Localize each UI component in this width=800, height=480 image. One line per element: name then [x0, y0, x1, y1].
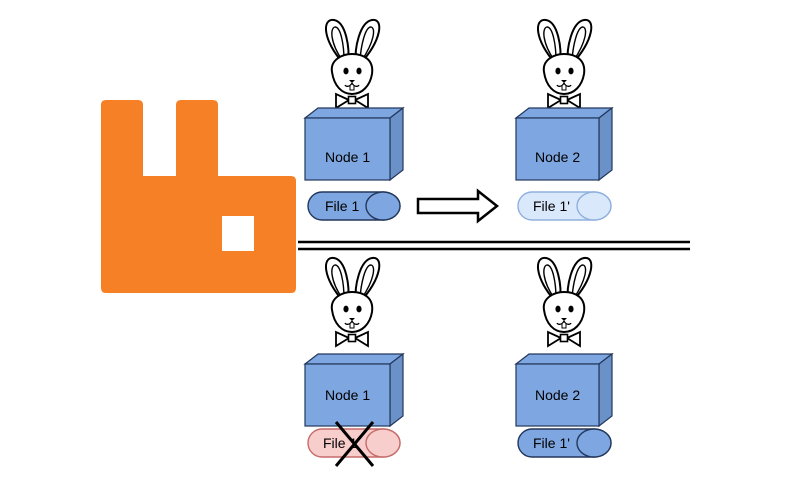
- x-mark-icon: [334, 421, 375, 467]
- file-label: File 1': [533, 435, 570, 451]
- file-cylinder-pending: File 1': [517, 191, 612, 221]
- server-node-box: Node 2: [514, 352, 614, 428]
- bottom-right-group: Node 2 File 1': [514, 256, 614, 458]
- file-cylinder-active: File 1: [307, 191, 401, 221]
- server-node-box: Node 1: [303, 352, 405, 428]
- rabbit-mascot-icon: [536, 18, 593, 109]
- top-left-group: Node 1 File 1: [303, 18, 405, 221]
- file-label: File 1': [533, 198, 570, 214]
- rabbitmq-logo-icon: [101, 100, 296, 293]
- node-label: Node 1: [325, 387, 370, 403]
- bottom-left-group: Node 1 File 1: [303, 256, 405, 467]
- arrow-right-icon: [416, 188, 500, 224]
- double-line-divider: [298, 240, 690, 251]
- rabbit-mascot-icon: [324, 18, 381, 109]
- file-label: File 1: [325, 198, 359, 214]
- top-right-group: Node 2 File 1': [514, 18, 614, 221]
- node-label: Node 1: [325, 149, 370, 165]
- rabbit-mascot-icon: [324, 256, 381, 347]
- node-label: Node 2: [535, 387, 580, 403]
- server-node-box: Node 1: [303, 106, 405, 182]
- file-cylinder-active: File 1': [517, 428, 612, 458]
- rabbit-mascot-icon: [536, 256, 593, 347]
- node-label: Node 2: [535, 149, 580, 165]
- server-node-box: Node 2: [514, 106, 614, 182]
